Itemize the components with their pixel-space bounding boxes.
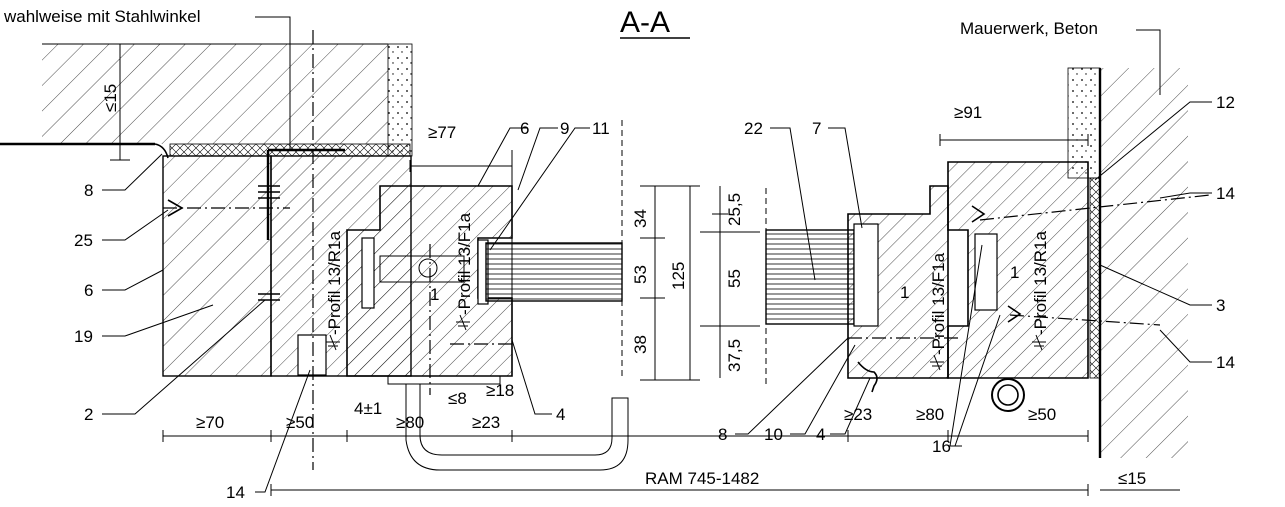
dim-55: 55 [725,269,744,288]
lock-symbol [297,334,327,376]
dim-ge70: ≥70 [196,413,224,432]
marker-1-right-b: 1 [1010,263,1019,282]
plaster-right [1067,67,1101,179]
note-masonry: Mauerwerk, Beton [960,19,1098,38]
dim-ge50-right: ≥50 [1028,405,1056,424]
dim-ge50-left: ≥50 [286,413,314,432]
dim-ge23-right: ≥23 [844,405,872,424]
dim-le8: ≤8 [448,389,467,408]
profile-icon-right-r1a [1032,334,1046,351]
callout-16: 16 [932,437,951,456]
dim-53: 53 [631,265,650,284]
callout-11: 11 [592,119,610,138]
profile-icon-left-f1a [456,314,470,331]
dim-ge77: ≥77 [428,123,456,142]
callout-22: 22 [744,119,763,138]
dim-ge80-left: ≥80 [396,413,424,432]
callout-10: 10 [764,425,783,444]
callout-6-left: 6 [84,281,93,300]
dimension-lines [110,44,1180,496]
profile-icon-right-f1a [930,354,944,371]
callout-12: 12 [1216,93,1235,112]
dim-ge91: ≥91 [954,103,982,122]
dim-le15-top: ≤15 [101,84,120,112]
section-title: A-A [620,6,670,39]
dim-37-5: 37,5 [725,339,744,372]
dim-4pm1: 4±1 [354,399,382,418]
compriband [1089,177,1101,379]
frame-19 [162,155,272,377]
dim-ge23-left: ≥23 [472,413,500,432]
profile-label-right-f1a: -Profil 13/F1a [929,252,948,355]
callout-6-top: 6 [520,119,529,138]
right-section [700,67,1211,458]
callout-8-left: 8 [84,181,93,200]
left-section [0,30,629,471]
dim-125: 125 [669,262,688,290]
callout-7: 7 [812,119,821,138]
profile-icon-left-r1a [326,334,340,351]
note-steel-angle: wahlweise mit Stahlwinkel [3,7,201,26]
profile-label-left-r1a: -Profil 13/R1a [325,231,344,335]
callout-14-bottom: 14 [226,483,245,502]
callout-14-right-bottom: 14 [1216,353,1235,372]
callout-19: 19 [74,327,93,346]
handle [387,376,629,471]
profile-label-right-r1a: -Profil 13/R1a [1031,231,1050,335]
callout-25: 25 [74,231,93,250]
upper-wall [42,44,388,144]
callout-9: 9 [560,119,569,138]
plaster-strip [387,43,413,157]
dim-25-5: 25,5 [725,193,744,226]
marker-1-right-a: 1 [900,283,909,302]
gasket-r2 [974,233,998,311]
callout-3: 3 [1216,296,1225,315]
dim-ge18: ≥18 [486,381,514,400]
profile-11 [485,242,623,302]
dim-ram: RAM 745-1482 [645,469,759,488]
dim-ge80-right: ≥80 [916,405,944,424]
masonry [1100,68,1188,458]
callout-14-right-top: 14 [1216,184,1235,203]
callout-2: 2 [84,405,93,424]
callout-8-right: 8 [718,425,727,444]
profile-label-left-f1a: -Profil 13/F1a [455,212,474,315]
callout-4-right: 4 [816,425,825,444]
callout-4-mid: 4 [556,405,565,424]
gasket-r1 [853,223,879,327]
dim-le15-bottom: ≤15 [1118,469,1146,488]
leader-lines [102,16,1212,493]
dim-34: 34 [631,209,650,228]
dim-38: 38 [631,335,650,354]
shutter-box-22 [765,229,855,325]
gasket-left [361,237,375,309]
marker-1-left: 1 [430,285,439,304]
pipe-16 [991,378,1025,412]
